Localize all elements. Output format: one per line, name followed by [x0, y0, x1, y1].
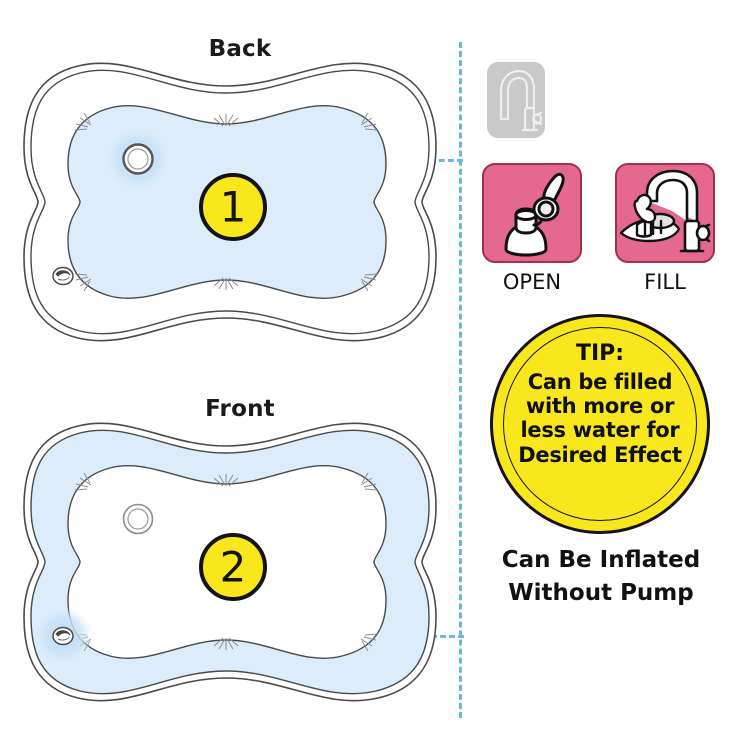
footer-line-1: Can Be Inflated [501, 547, 701, 573]
step-tile-fill[interactable] [615, 163, 715, 263]
step-caption-open: OPEN [502, 270, 562, 294]
air-valve-front[interactable] [33, 606, 93, 666]
faucet-fill-icon [619, 169, 711, 253]
water-valve-back[interactable] [104, 125, 172, 193]
footer-text: Can Be Inflated Without Pump [466, 544, 736, 611]
footer-line-2: Without Pump [508, 580, 694, 607]
tip-line-4: Desired Effect [518, 442, 682, 467]
step-badge-2: 2 [199, 533, 267, 601]
step-caption-fill: FILL [644, 270, 686, 294]
instruction-steps-panel: OPEN [470, 48, 745, 718]
step-number-2: 2 [220, 543, 247, 592]
mat-illustration-back: 1 [23, 62, 437, 342]
tip-line-2: with more or [525, 393, 675, 418]
vertical-divider-guide [459, 42, 462, 718]
tip-badge: TIP: Can be filled with more or less wat… [490, 314, 710, 534]
tip-title: TIP: [575, 341, 625, 366]
step-tile-open[interactable] [482, 163, 582, 263]
mat-label-back: Back [208, 36, 272, 62]
tip-line-3: less water for [520, 418, 680, 443]
step-badge-1: 1 [199, 173, 267, 241]
seam-marks [74, 112, 378, 292]
tip-line-1: Can be filled [527, 369, 673, 394]
tip-badge-inner-ring [503, 327, 697, 521]
mat-illustration-front: 2 [18, 412, 448, 712]
faucet-icon-inactive-tile [487, 62, 545, 138]
mat-outer-rim-inner-line [30, 429, 430, 695]
tip-badge-text: TIP: Can be filled with more or less wat… [506, 341, 694, 467]
water-valve-front[interactable] [122, 503, 154, 535]
step-number-1: 1 [220, 183, 247, 232]
mat-outer-rim-inner-line [30, 69, 430, 335]
air-valve-back[interactable] [52, 266, 74, 286]
valve-open-icon [504, 172, 565, 257]
faucet-icon [499, 69, 543, 132]
